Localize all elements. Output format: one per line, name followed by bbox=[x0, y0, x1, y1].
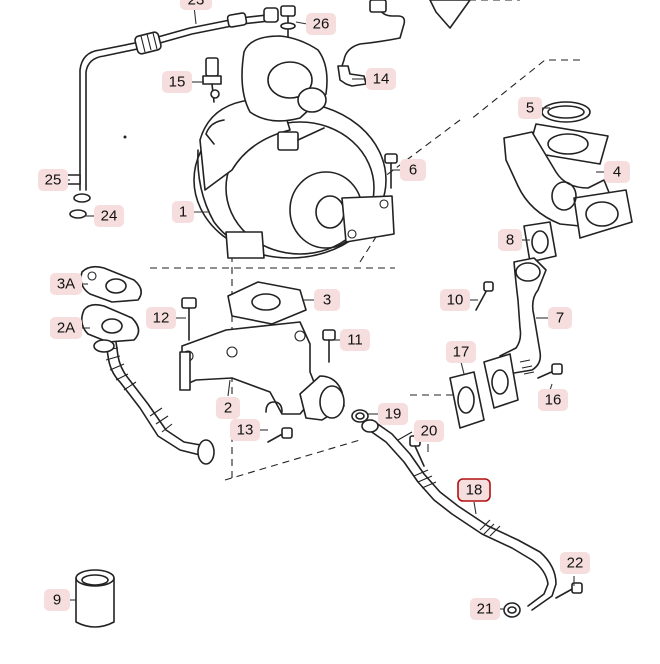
sleeve-9 bbox=[75, 569, 115, 628]
bolt-11 bbox=[322, 329, 336, 363]
svg-text:3: 3 bbox=[323, 292, 331, 309]
o-ring-21 bbox=[503, 602, 521, 618]
bolt-26 bbox=[280, 5, 296, 41]
oil-return-hose bbox=[93, 339, 215, 465]
callout-15[interactable]: 15 bbox=[162, 71, 192, 93]
gasket-3 bbox=[227, 281, 307, 325]
callout-5[interactable]: 5 bbox=[518, 97, 542, 119]
temperature-sensor-14 bbox=[337, 0, 406, 87]
svg-text:2A: 2A bbox=[57, 320, 75, 337]
callout-10[interactable]: 10 bbox=[440, 289, 470, 311]
exhaust-elbow-4 bbox=[503, 123, 633, 239]
callout-2[interactable]: 2 bbox=[216, 397, 240, 419]
svg-text:1: 1 bbox=[179, 204, 187, 221]
svg-text:5: 5 bbox=[526, 100, 534, 117]
callout-2A[interactable]: 2A bbox=[50, 317, 82, 339]
callout-3[interactable]: 3 bbox=[314, 289, 340, 311]
svg-text:18: 18 bbox=[466, 482, 483, 499]
svg-text:3A: 3A bbox=[57, 276, 75, 293]
svg-text:20: 20 bbox=[421, 423, 438, 440]
callout-21[interactable]: 21 bbox=[470, 598, 500, 620]
svg-text:9: 9 bbox=[53, 592, 61, 609]
svg-text:19: 19 bbox=[385, 406, 402, 423]
partial-part-top-right bbox=[429, 0, 471, 29]
callout-20[interactable]: 20 bbox=[414, 420, 444, 442]
svg-text:7: 7 bbox=[556, 310, 564, 327]
callout-4[interactable]: 4 bbox=[604, 161, 630, 183]
gasket-8 bbox=[523, 221, 557, 263]
callout-9[interactable]: 9 bbox=[44, 589, 70, 611]
svg-text:26: 26 bbox=[313, 16, 330, 33]
callout-17[interactable]: 17 bbox=[446, 341, 476, 363]
callout-23[interactable]: 23 bbox=[180, 0, 212, 10]
callout-12[interactable]: 12 bbox=[146, 307, 176, 329]
oil-return-connector bbox=[299, 375, 345, 421]
svg-text:15: 15 bbox=[169, 74, 186, 91]
callout-6[interactable]: 6 bbox=[400, 159, 426, 181]
svg-text:25: 25 bbox=[45, 172, 62, 189]
svg-text:13: 13 bbox=[237, 422, 254, 439]
callout-26[interactable]: 26 bbox=[306, 13, 336, 35]
gasket-2A bbox=[80, 303, 140, 343]
svg-text:8: 8 bbox=[506, 232, 514, 249]
svg-text:21: 21 bbox=[477, 601, 494, 618]
gasket-17 bbox=[449, 371, 485, 429]
gasket-3A bbox=[80, 265, 142, 303]
callout-22[interactable]: 22 bbox=[560, 552, 590, 574]
callout-13[interactable]: 13 bbox=[230, 419, 260, 441]
support-bracket-2 bbox=[179, 321, 319, 415]
svg-text:22: 22 bbox=[567, 555, 584, 572]
callout-3A[interactable]: 3A bbox=[50, 273, 82, 295]
callout-11[interactable]: 11 bbox=[340, 329, 370, 351]
bolt-22 bbox=[555, 582, 583, 599]
gasket-5 bbox=[541, 101, 591, 123]
o-ring-19 bbox=[351, 409, 369, 423]
bolt-6 bbox=[384, 153, 398, 189]
sensor-15 bbox=[202, 57, 222, 103]
exhaust-pipe-7 bbox=[483, 257, 547, 409]
svg-text:14: 14 bbox=[373, 71, 390, 88]
bolt-12 bbox=[181, 297, 197, 341]
svg-text:12: 12 bbox=[153, 310, 170, 327]
callout-1[interactable]: 1 bbox=[172, 201, 194, 223]
bolt-16 bbox=[537, 363, 563, 379]
svg-text:23: 23 bbox=[188, 0, 205, 9]
oil-return-pipe-18 bbox=[361, 419, 557, 611]
svg-text:17: 17 bbox=[453, 344, 470, 361]
stray-dot bbox=[123, 135, 127, 139]
svg-text:2: 2 bbox=[224, 400, 232, 417]
callout-7[interactable]: 7 bbox=[548, 307, 572, 329]
callout-25[interactable]: 25 bbox=[38, 169, 68, 191]
svg-text:10: 10 bbox=[447, 292, 464, 309]
callout-19[interactable]: 19 bbox=[378, 403, 408, 425]
svg-text:16: 16 bbox=[545, 392, 562, 409]
clip-and-bolt-13 bbox=[265, 401, 293, 443]
callout-8[interactable]: 8 bbox=[498, 229, 522, 251]
callout-24[interactable]: 24 bbox=[94, 205, 124, 227]
callout-18[interactable]: 18 bbox=[457, 478, 491, 502]
svg-text:6: 6 bbox=[409, 162, 417, 179]
svg-text:24: 24 bbox=[101, 208, 118, 225]
callout-14[interactable]: 14 bbox=[366, 68, 396, 90]
bolt-10 bbox=[475, 281, 494, 311]
svg-text:11: 11 bbox=[347, 332, 363, 349]
turbocharger-1 bbox=[193, 35, 395, 259]
callout-16[interactable]: 16 bbox=[538, 389, 568, 411]
svg-text:4: 4 bbox=[613, 164, 621, 181]
